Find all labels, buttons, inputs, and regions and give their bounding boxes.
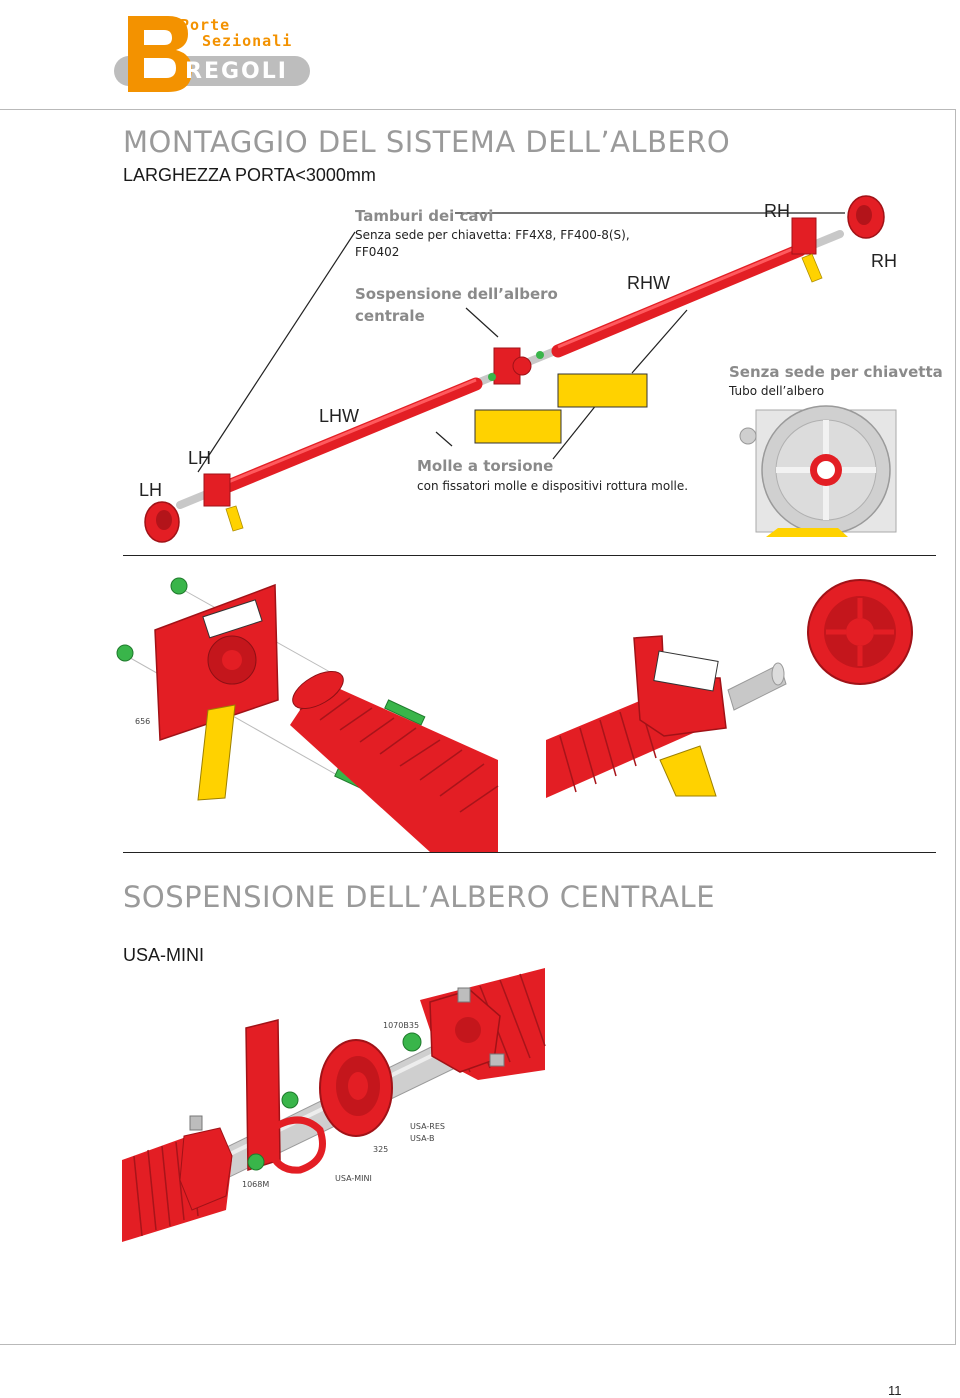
page-number: 11 [888,1383,902,1398]
springs-title: Molle a torsione [417,457,554,475]
center-support-title-line1: Sospensione dell’albero [355,285,558,303]
drums-desc-line2: FF0402 [355,245,400,259]
label-lhw: LHW [319,406,359,426]
label-rhw: RHW [627,273,670,293]
divider-1 [123,555,936,556]
content-frame [0,109,956,1345]
section2-subtitle: USA-MINI [123,945,204,965]
brand-name: REGOLI [185,59,288,84]
brand-line1: Porte [180,16,231,34]
label-lh-upper: LH [188,448,212,468]
shaft-assembly-illustration [144,195,897,543]
label-325: 325 [373,1145,389,1154]
keyless-title: Senza sede per chiavetta [729,363,943,381]
part-label-656: 656 [135,717,151,726]
center-support-illustration [122,968,546,1242]
divider-2 [123,852,936,853]
brand-logo: Porte Sezionali REGOLI [110,12,315,98]
drums-title: Tamburi dei cavi [355,207,494,225]
label-rh-right: RH [871,251,897,271]
section-title: MONTAGGIO DEL SISTEMA DELL’ALBERO [123,125,731,159]
label-1068m: 1068M [242,1180,270,1189]
drums-desc-line1: Senza sede per chiavetta: FF4X8, FF400-8… [355,228,630,242]
label-usa-res: USA-RES [410,1122,445,1131]
center-support-title-line2: centrale [355,307,425,325]
exploded-parts-illustration [116,577,913,852]
section2-title: SOSPENSIONE DELL’ALBERO CENTRALE [123,880,716,914]
label-usa-b: USA-B [410,1134,435,1143]
label-usa-mini: USA-MINI [335,1174,372,1183]
keyless-desc: Tubo dell’albero [729,384,825,398]
brand-line2: Sezionali [202,32,293,50]
label-1070b35: 1070B35 [383,1021,420,1030]
label-rh-top: RH [764,201,790,221]
springs-desc: con fissatori molle e dispositivi rottur… [417,479,689,493]
section-subtitle: LARGHEZZA PORTA<3000mm [123,165,376,185]
label-lh-lower: LH [139,480,163,500]
